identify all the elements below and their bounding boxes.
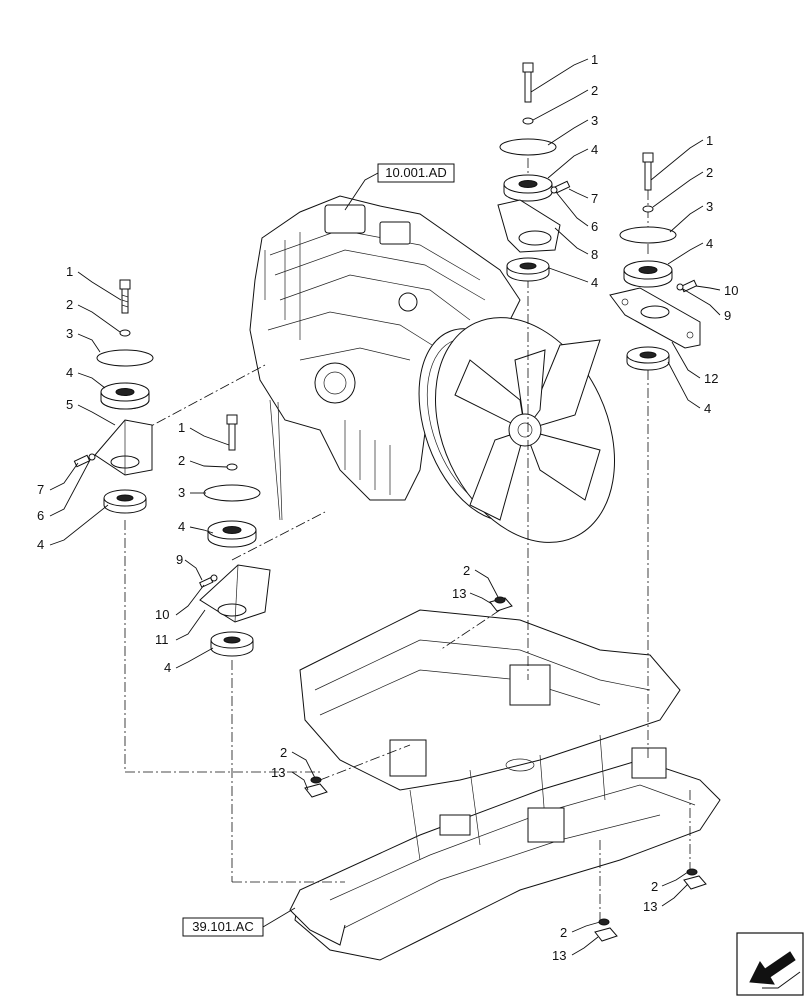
frame-fasteners <box>304 596 707 942</box>
bracket-right <box>609 287 701 349</box>
alignment-lines <box>124 140 691 920</box>
callout-13-frame-a: 13 <box>452 586 466 601</box>
callout-7-left: 7 <box>37 482 44 497</box>
nut-d <box>594 918 618 942</box>
mount-stack-right <box>609 152 701 371</box>
callout-3-left: 3 <box>66 326 73 341</box>
rubber-mount-lower-center <box>210 631 254 657</box>
callout-1-center: 1 <box>178 420 185 435</box>
rubber-mount-lower-left <box>103 489 147 514</box>
bolt-center-side <box>199 574 218 588</box>
washer-top <box>522 117 534 125</box>
callout-13-frame-d: 13 <box>552 948 566 963</box>
callout-9-center: 9 <box>176 552 183 567</box>
rubber-mount-upper-right <box>623 260 673 288</box>
callout-numbers: 1 2 3 4 5 7 6 4 1 2 3 4 9 10 11 4 1 2 3 … <box>37 52 738 963</box>
callout-9-right: 9 <box>724 308 731 323</box>
bracket-left <box>94 419 153 476</box>
callout-8-top: 8 <box>591 247 598 262</box>
callout-13-frame-c: 13 <box>643 899 657 914</box>
mount-stack-left <box>73 279 154 514</box>
washer-left <box>119 329 131 337</box>
plate-top <box>499 138 557 156</box>
callout-2-right: 2 <box>706 165 713 180</box>
callout-3-center: 3 <box>178 485 185 500</box>
callout-2-frame-b: 2 <box>280 745 287 760</box>
rubber-mount-lower-right <box>626 346 670 371</box>
rubber-mount-lower-top <box>506 257 550 282</box>
callout-4-right-lower: 4 <box>704 401 711 416</box>
callout-6-top: 6 <box>591 219 598 234</box>
bolt-right-side <box>676 279 698 293</box>
callout-4-top-lower: 4 <box>591 275 598 290</box>
callout-4-top-upper: 4 <box>591 142 598 157</box>
callout-4-right-upper: 4 <box>706 236 713 251</box>
bolt-center <box>226 414 238 451</box>
callout-4-center-upper: 4 <box>178 519 185 534</box>
callout-2-frame-d: 2 <box>560 925 567 940</box>
bolt-top-side <box>550 180 571 194</box>
callout-4-left-upper: 4 <box>66 365 73 380</box>
bolt-top <box>522 62 534 103</box>
leader-lines <box>49 58 721 956</box>
callout-10-center: 10 <box>155 607 169 622</box>
mount-stack-top <box>497 62 571 282</box>
callout-12-right: 12 <box>704 371 718 386</box>
engine-assembly <box>249 195 615 543</box>
callout-5-left: 5 <box>66 397 73 412</box>
plate-right <box>619 226 677 244</box>
reference-engine[interactable]: 10.001.AD <box>344 163 455 211</box>
callout-2-left: 2 <box>66 297 73 312</box>
washer-right <box>642 205 654 213</box>
callout-4-left-lower: 4 <box>37 537 44 552</box>
rubber-mount-upper-left <box>100 382 150 410</box>
bracket-top <box>497 199 561 253</box>
callout-2-frame-c: 2 <box>651 879 658 894</box>
reference-frame-label: 39.101.AC <box>192 919 253 934</box>
callout-11-center: 11 <box>155 632 169 647</box>
direction-arrow-icon[interactable] <box>736 932 804 996</box>
callout-2-top: 2 <box>591 83 598 98</box>
callout-7-top: 7 <box>591 191 598 206</box>
mount-stack-center <box>199 414 271 657</box>
callout-2-frame-a: 2 <box>463 563 470 578</box>
plate-left <box>96 349 154 367</box>
bolt-left <box>119 279 131 314</box>
callout-1-left: 1 <box>66 264 73 279</box>
callout-10-right: 10 <box>724 283 738 298</box>
bolt-right <box>642 152 654 191</box>
plate-center <box>203 484 261 502</box>
callout-3-top: 3 <box>591 113 598 128</box>
bracket-center <box>199 564 271 623</box>
nut-c <box>683 868 707 890</box>
nut-b <box>304 776 328 798</box>
callout-13-frame-b: 13 <box>271 765 285 780</box>
callout-1-right: 1 <box>706 133 713 148</box>
callout-3-right: 3 <box>706 199 713 214</box>
callout-6-left: 6 <box>37 508 44 523</box>
reference-frame[interactable]: 39.101.AC <box>182 907 296 937</box>
callout-2-center: 2 <box>178 453 185 468</box>
rubber-mount-upper-top <box>503 174 553 202</box>
callout-4-center-lower: 4 <box>164 660 171 675</box>
washer-center <box>226 463 238 471</box>
rubber-mount-upper-center <box>207 520 257 548</box>
bolt-left-side <box>73 453 96 468</box>
reference-engine-label: 10.001.AD <box>385 165 446 180</box>
nut-a <box>489 596 513 612</box>
machine-frame <box>289 609 721 961</box>
callout-1-top: 1 <box>591 52 598 67</box>
